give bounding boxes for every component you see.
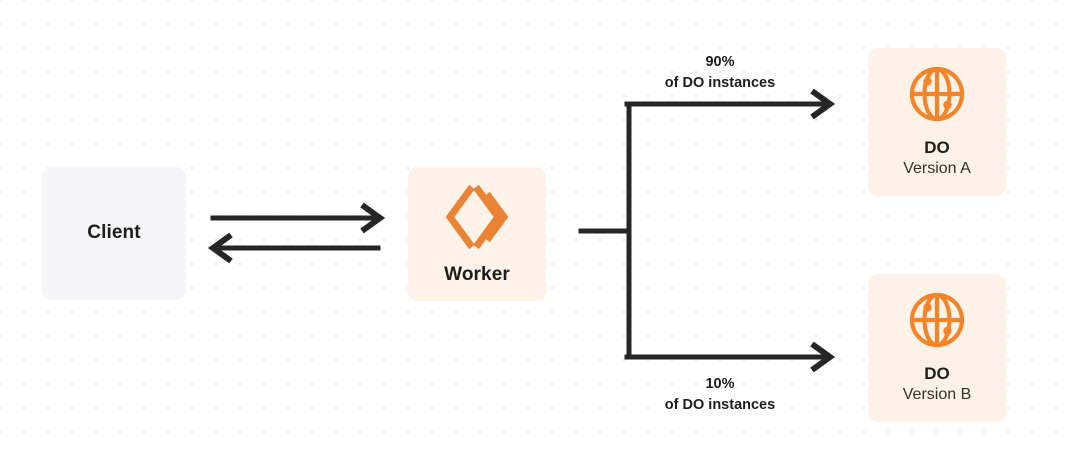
arrow-worker-to-client [207,232,381,264]
globe-icon [907,64,967,124]
arrow-to-do-a [624,88,836,120]
edge-label-bottom-percent: 10% [705,376,735,392]
arrow-client-to-worker [210,202,386,234]
node-do-b-sublabel: Version B [902,386,972,404]
edge-label-bottom-description: of DO instances [664,397,776,414]
cloudflare-workers-icon [445,182,509,252]
edge-label-top-description: of DO instances [664,75,776,92]
node-worker-label: Worker [444,263,510,285]
node-do-b-label: DO [924,363,950,383]
node-client-label: Client [87,222,141,244]
arrow-to-do-b [624,341,836,373]
edge-label-top-branch: 90% of DO instances [610,52,830,94]
globe-icon [907,290,967,350]
node-worker: Worker [408,167,546,301]
node-do-a-label: DO [924,137,950,157]
node-do-version-a: DO Version A [868,48,1006,196]
edge-label-top-percent: 90% [705,54,735,70]
edge-label-bottom-branch: 10% of DO instances [610,374,830,416]
node-client: Client [42,167,186,300]
node-do-version-b: DO Version B [868,274,1006,422]
node-do-a-sublabel: Version A [903,160,971,178]
